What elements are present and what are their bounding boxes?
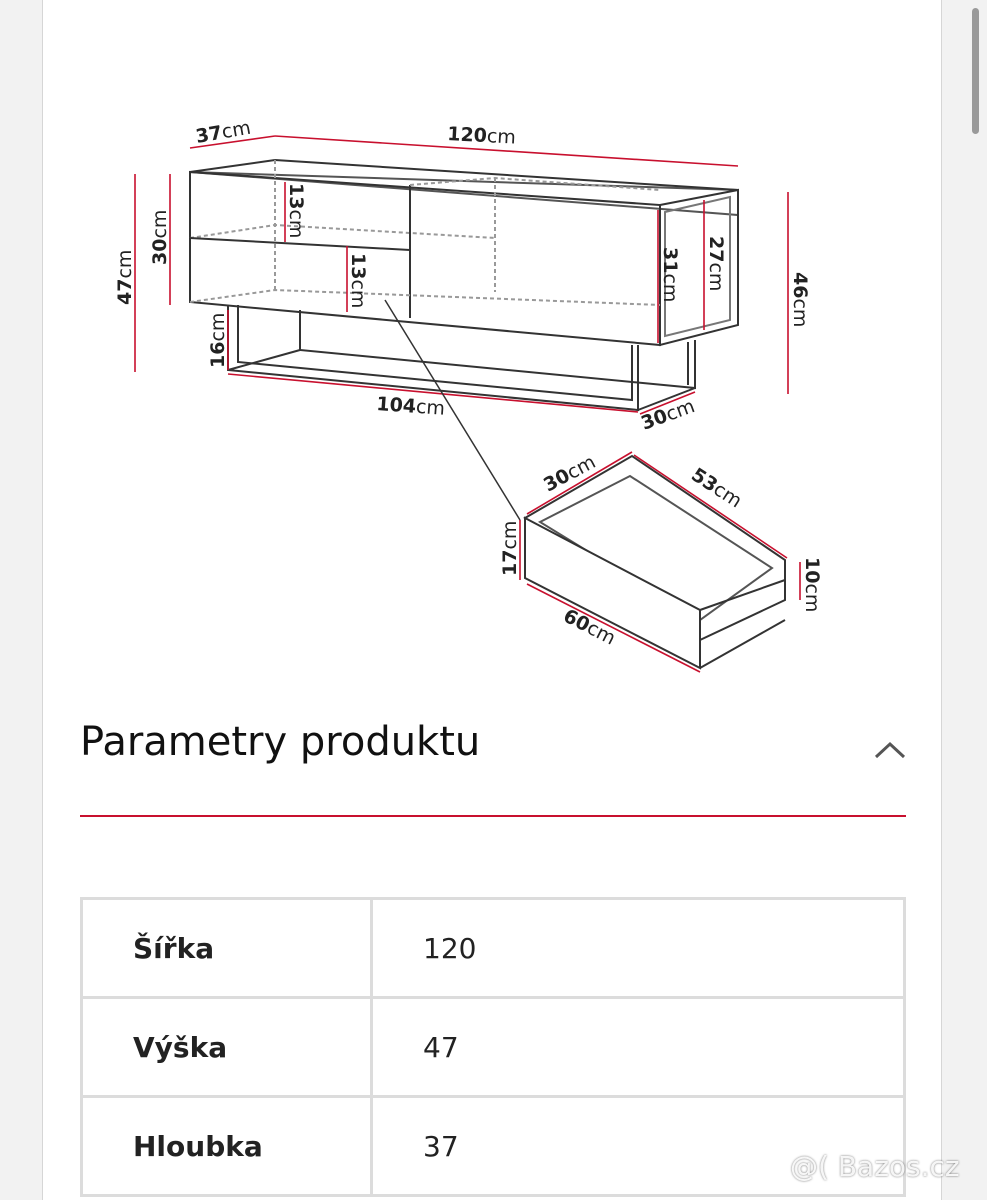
dim-drawer-front-height: 17cm bbox=[499, 521, 521, 576]
dim-base-width: 104cm bbox=[376, 393, 446, 420]
dim-drawer-length: 53cm bbox=[687, 464, 745, 513]
dim-cabinet-body-height: 30cm bbox=[149, 210, 171, 265]
furniture-dimension-diagram: 37cm 120cm 47cm 30cm 13cm 13cm 16cm 104c… bbox=[114, 117, 823, 673]
dim-base-depth: 30cm bbox=[638, 395, 698, 435]
dim-cabinet-depth: 37cm bbox=[194, 117, 252, 148]
dim-side-height: 46cm bbox=[789, 272, 811, 327]
dim-cabinet-height-total: 47cm bbox=[114, 250, 136, 305]
param-value: 120 bbox=[370, 897, 906, 999]
dim-shelf-upper: 13cm bbox=[285, 183, 307, 238]
dim-shelf-lower: 13cm bbox=[347, 253, 369, 308]
product-parameters-table: Šířka 120 Výška 47 Hloubka 37 bbox=[80, 897, 906, 1197]
table-row: Šířka 120 bbox=[80, 897, 906, 999]
dim-cabinet-width: 120cm bbox=[447, 123, 517, 149]
scrollbar-thumb[interactable] bbox=[972, 8, 979, 134]
table-row: Hloubka 37 bbox=[80, 1095, 906, 1197]
product-parameters-header[interactable]: Parametry produktu bbox=[80, 705, 906, 817]
table-row: Výška 47 bbox=[80, 996, 906, 1098]
dim-side-inner-height: 27cm bbox=[705, 236, 727, 291]
chevron-up-icon[interactable] bbox=[870, 735, 910, 765]
bazos-watermark: @( Bazos.cz bbox=[790, 1150, 960, 1183]
param-value: 47 bbox=[370, 996, 906, 1098]
dim-leg-height: 16cm bbox=[207, 313, 229, 368]
dim-drawer-inner-height: 10cm bbox=[801, 557, 823, 612]
param-label: Výška bbox=[80, 996, 373, 1098]
param-value: 37 bbox=[370, 1095, 906, 1197]
section-title: Parametry produktu bbox=[80, 719, 481, 765]
param-label: Hloubka bbox=[80, 1095, 373, 1197]
param-label: Šířka bbox=[80, 897, 373, 999]
dim-inner-height: 31cm bbox=[659, 247, 681, 302]
